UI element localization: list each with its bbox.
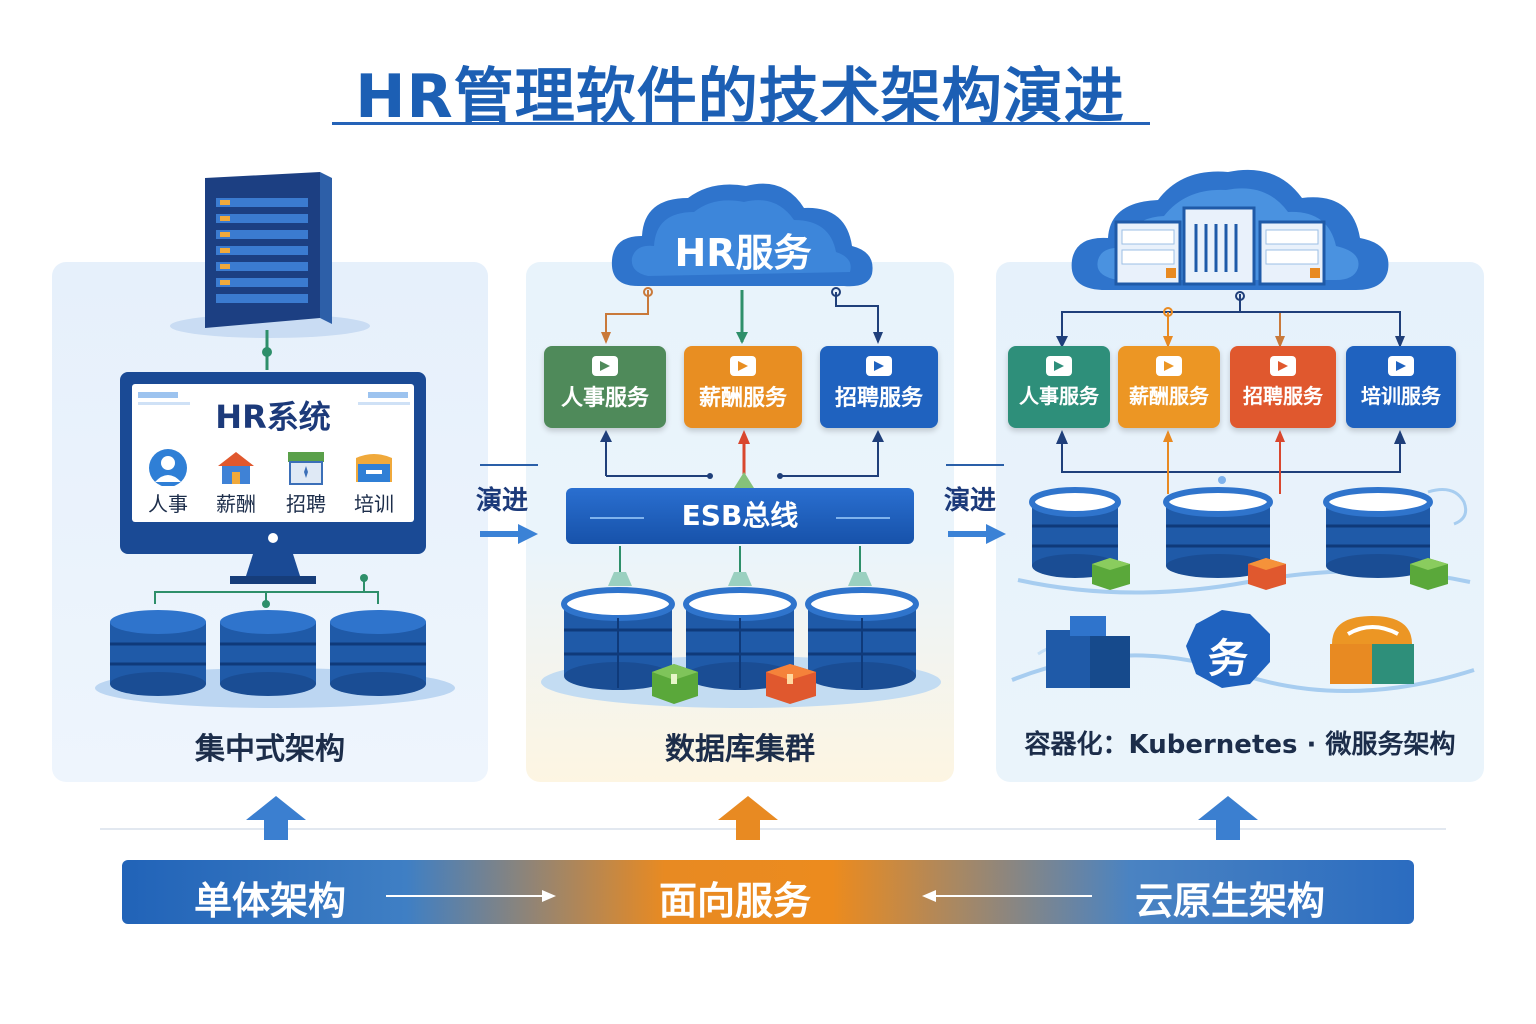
service-box-personnel: 人事服务 <box>1008 346 1110 428</box>
service-label: 薪酬服务 <box>698 386 787 411</box>
service-icon <box>592 356 618 376</box>
service-label: 人事服务 <box>560 386 649 411</box>
service-label: 人事服务 <box>1019 384 1099 408</box>
folder-icon <box>356 454 392 482</box>
esb-label: ESB总线 <box>681 499 799 532</box>
server-tower-icon <box>170 172 370 338</box>
screen-header-bars <box>138 392 410 405</box>
stage-label-monolith: 集中式架构 <box>195 732 345 767</box>
database-cluster-soa <box>541 546 941 708</box>
evolve-divider <box>946 464 1004 466</box>
arrow-up-icon <box>718 796 778 840</box>
service-icon <box>730 356 756 376</box>
bottom-divider <box>100 828 1446 830</box>
arrow-up-icon <box>1198 796 1258 840</box>
service-icon <box>1156 356 1182 376</box>
arrow-up-icon <box>246 796 306 840</box>
service-box-payroll: 薪酬服务 <box>684 346 802 428</box>
cloud-label: HR服务 <box>674 231 812 275</box>
arrow-right-icon <box>948 524 1006 544</box>
user-icon <box>149 449 187 486</box>
service-box-recruiting: 招聘服务 <box>820 346 938 428</box>
evolution-bar <box>122 860 1414 924</box>
service-box-personnel: 人事服务 <box>544 346 666 428</box>
esb-bus: ESB总线 <box>566 488 914 544</box>
service-icon <box>866 356 892 376</box>
cloud-icon <box>611 183 873 287</box>
module-label: 薪酬 <box>216 492 256 516</box>
arrow-right-icon <box>386 890 556 902</box>
arrow-left-icon <box>922 890 1092 902</box>
service-label: 招聘服务 <box>1243 384 1323 408</box>
service-icon <box>1046 356 1072 376</box>
cloud-service-connectors <box>1056 291 1405 348</box>
module-label: 人事 <box>148 492 188 516</box>
service-box-payroll: 薪酬服务 <box>1118 346 1220 428</box>
service-box-training: 培训服务 <box>1346 346 1456 428</box>
shop-icon <box>288 452 324 485</box>
arrow-right-icon <box>480 524 538 544</box>
bar-label-soa: 面向服务 <box>658 879 811 923</box>
mesh-connectors <box>1056 430 1406 494</box>
stage-label-soa: 数据库集群 <box>665 732 815 767</box>
database-cluster-monolith <box>95 574 455 708</box>
service-icon <box>1270 356 1296 376</box>
service-label: 招聘服务 <box>834 386 923 411</box>
bar-label-monolith: 单体架构 <box>193 879 346 923</box>
cloud-containers-icon <box>1071 169 1389 290</box>
house-icon <box>218 452 254 484</box>
evolve-divider <box>480 464 538 466</box>
service-box-recruiting: 招聘服务 <box>1230 346 1336 428</box>
server-connector <box>262 330 272 370</box>
title-underline <box>332 122 1150 125</box>
service-label: 薪酬服务 <box>1129 384 1209 408</box>
service-icon <box>1388 356 1414 376</box>
bar-label-cloud-native: 云原生架构 <box>1134 879 1325 923</box>
module-label: 招聘 <box>286 492 326 516</box>
monitor-title: HR系统 <box>215 398 331 436</box>
module-label: 培训 <box>354 492 394 516</box>
evolve-label: 演进 <box>476 486 529 516</box>
service-label: 培训服务 <box>1361 384 1441 408</box>
container-cluster <box>1011 487 1475 693</box>
cloud-service-connectors <box>601 287 883 344</box>
esb-decoration <box>590 517 890 519</box>
stage-label-cloud-native: 容器化：Kubernetes · 微服务架构 <box>1024 730 1456 760</box>
evolve-label: 演进 <box>944 486 997 516</box>
esb-service-connectors <box>600 430 884 488</box>
page-title: HR管理软件的技术架构演进 <box>355 62 1125 132</box>
monitor-stand <box>230 533 316 584</box>
service-badge: 务 <box>1208 636 1248 682</box>
